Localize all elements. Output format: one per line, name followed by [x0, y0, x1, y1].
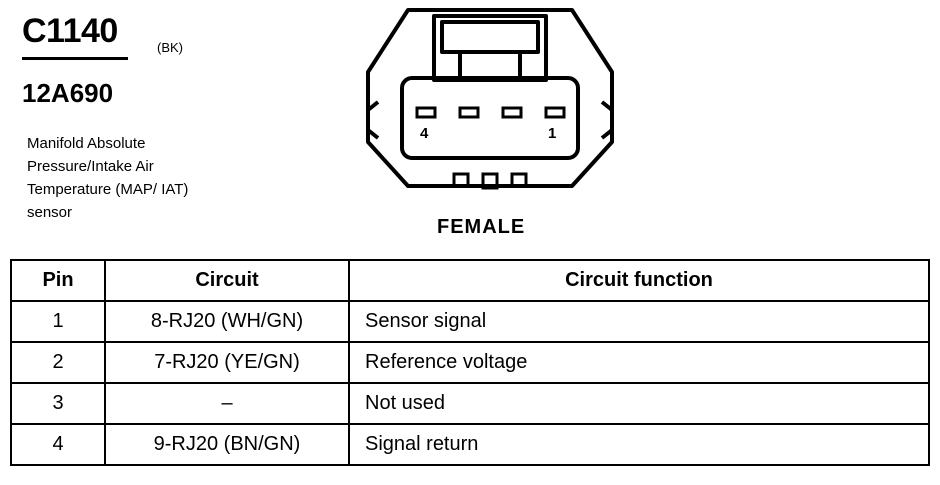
bottom-rib-2	[481, 172, 499, 190]
connector-housing-outline	[366, 8, 614, 188]
connector-id-underline	[22, 57, 128, 60]
header-pin: Pin	[10, 259, 106, 302]
part-number: 12A690	[22, 78, 114, 108]
circuit-cell: 9-RJ20 (BN/GN)	[104, 423, 350, 466]
header-circuit: Circuit	[104, 259, 350, 302]
pin-3-terminal	[458, 106, 480, 119]
pin-cell: 4	[10, 423, 106, 466]
pin-label-4: 4	[420, 125, 429, 142]
table-row: 2 7-RJ20 (YE/GN) Reference voltage	[10, 341, 930, 384]
pin-cell: 1	[10, 300, 106, 343]
locking-tab	[432, 14, 548, 82]
pin-cavity	[400, 76, 580, 160]
connector-gender-label: FEMALE	[437, 216, 526, 238]
circuit-cell: 8-RJ20 (WH/GN)	[104, 300, 350, 343]
table-header-row: Pin Circuit Circuit function	[10, 259, 930, 302]
circuit-cell: 7-RJ20 (YE/GN)	[104, 341, 350, 384]
sensor-description: Manifold Absolute Pressure/Intake Air Te…	[27, 135, 189, 221]
header-circuit-function: Circuit function	[348, 259, 930, 302]
connector-face-diagram: 4 1	[366, 8, 614, 190]
pin-cell: 2	[10, 341, 106, 384]
bottom-rib-1	[452, 172, 470, 188]
function-cell: Not used	[348, 382, 930, 425]
circuit-cell: –	[104, 382, 350, 425]
table-row: 3 – Not used	[10, 382, 930, 425]
pin-2-terminal	[501, 106, 523, 119]
pin-4-terminal	[415, 106, 437, 119]
pin-cell: 3	[10, 382, 106, 425]
function-cell: Sensor signal	[348, 300, 930, 343]
pin-1-terminal	[544, 106, 566, 119]
function-cell: Reference voltage	[348, 341, 930, 384]
function-cell: Signal return	[348, 423, 930, 466]
bottom-rib-3	[510, 172, 528, 188]
table-row: 1 8-RJ20 (WH/GN) Sensor signal	[10, 300, 930, 343]
pinout-table: Pin Circuit Circuit function 1 8-RJ20 (W…	[10, 259, 930, 466]
locking-tab-inner	[440, 20, 540, 54]
connector-color-code: (BK)	[157, 40, 183, 55]
right-latch	[600, 100, 614, 140]
connector-id: C1140	[22, 12, 118, 50]
pin-label-1: 1	[548, 125, 556, 142]
table-row: 4 9-RJ20 (BN/GN) Signal return	[10, 423, 930, 466]
left-latch	[366, 100, 380, 140]
